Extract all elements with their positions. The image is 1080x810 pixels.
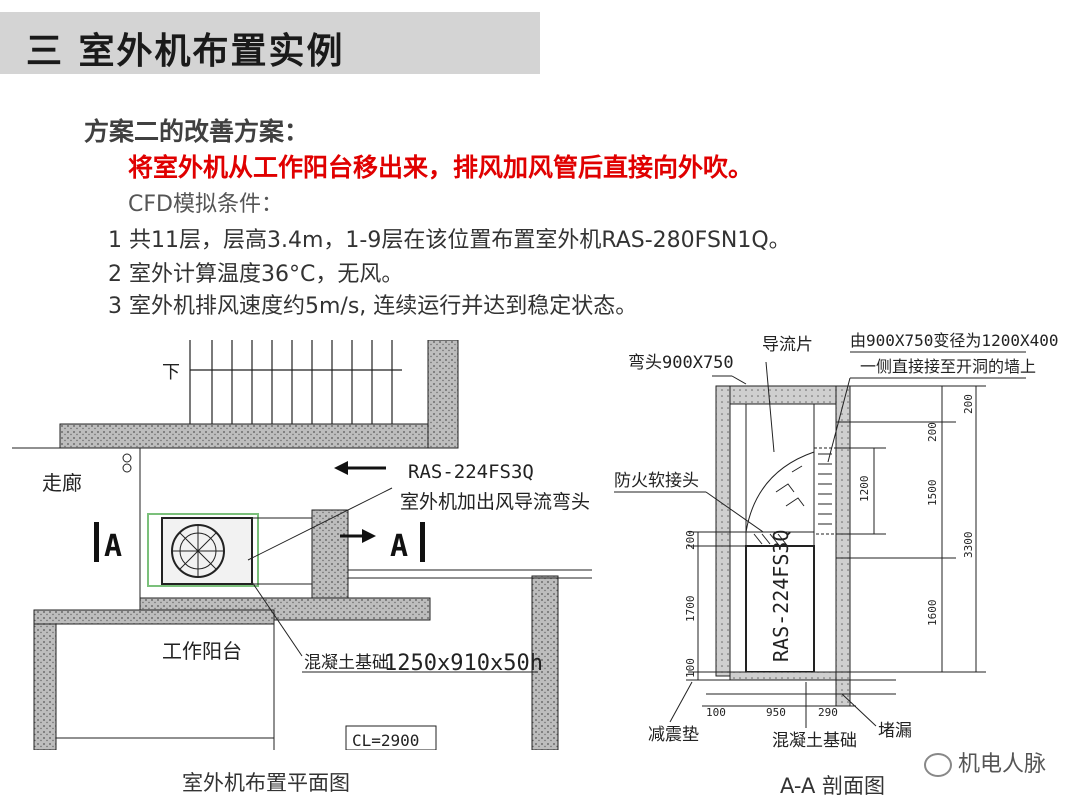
- elbow-note: 室外机加出风导流弯头: [400, 491, 590, 513]
- damper-label: 减震垫: [648, 725, 699, 745]
- balcony-label: 工作阳台: [162, 639, 242, 663]
- dim-right-5: 1200: [858, 476, 871, 503]
- dim-right-3: 1500: [926, 480, 939, 507]
- dim-bottom-2: 950: [766, 706, 786, 719]
- unit-model-label: RAS-224FS3Q: [769, 530, 793, 662]
- page-title: 三 室外机布置实例: [26, 31, 345, 72]
- condition-1: 1 共11层，层高3.4m，1-9层在该位置布置室外机RAS-280FSN1Q。: [108, 228, 791, 253]
- dim-right-1: 200: [962, 394, 975, 414]
- duct-note-1: 由900X750变径为1200X400: [850, 331, 1059, 350]
- condition-3: 3 室外机排风速度约5m/s, 连续运行并达到稳定状态。: [108, 294, 638, 319]
- elbow-label: 弯头900X750: [628, 353, 734, 373]
- dim-bottom-3: 290: [818, 706, 838, 719]
- condition-2: 2 室外计算温度36°C，无风。: [108, 262, 404, 287]
- dim-right-2: 200: [926, 422, 939, 442]
- model-label: RAS-224FS3Q: [408, 461, 534, 483]
- dim-bottom-1: 100: [706, 706, 726, 719]
- wechat-icon: [924, 753, 952, 777]
- down-label: 下: [162, 362, 180, 383]
- watermark-text: 机电人脉: [958, 752, 1047, 777]
- leak-label: 堵漏: [878, 721, 912, 741]
- dim-left-2: 1700: [684, 596, 697, 623]
- concrete-base-label: 混凝土基础: [772, 731, 857, 751]
- cfd-label: CFD模拟条件：: [128, 192, 283, 217]
- heading: 方案二的改善方案：: [84, 117, 310, 146]
- section-marker-right: A: [390, 529, 408, 564]
- dim-right-4: 3300: [962, 532, 975, 559]
- section-marker-left: A: [104, 529, 122, 564]
- foundation-label: 混凝土基础: [304, 653, 389, 673]
- highlight-text: 将室外机从工作阳台移出来，排风加风管后直接向外吹。: [128, 153, 754, 182]
- section-caption: A-A 剖面图: [780, 774, 886, 798]
- watermark: 机电人脉: [924, 746, 1046, 778]
- plan-drawing: 下 走廊 A A RAS-224FS3Q 室外机加出风导流弯头 工作阳台 混凝土…: [12, 340, 592, 750]
- guide-vane-label: 导流片: [762, 335, 813, 355]
- duct-note-2: 一侧直接接至开洞的墙上: [860, 357, 1036, 376]
- dim-left-3: 100: [684, 658, 697, 678]
- fire-joint-label: 防火软接头: [614, 471, 699, 491]
- plan-caption: 室外机布置平面图: [182, 771, 350, 795]
- section-drawing: 弯头900X750 导流片 由900X750变径为1200X400 一侧直接接至…: [614, 331, 1059, 751]
- title-bar: 三 室外机布置实例: [0, 12, 540, 74]
- dim-left-1: 200: [684, 530, 697, 550]
- cl-label: CL=2900: [352, 731, 419, 750]
- dim-right-6: 1600: [926, 600, 939, 627]
- corridor-label: 走廊: [42, 471, 82, 495]
